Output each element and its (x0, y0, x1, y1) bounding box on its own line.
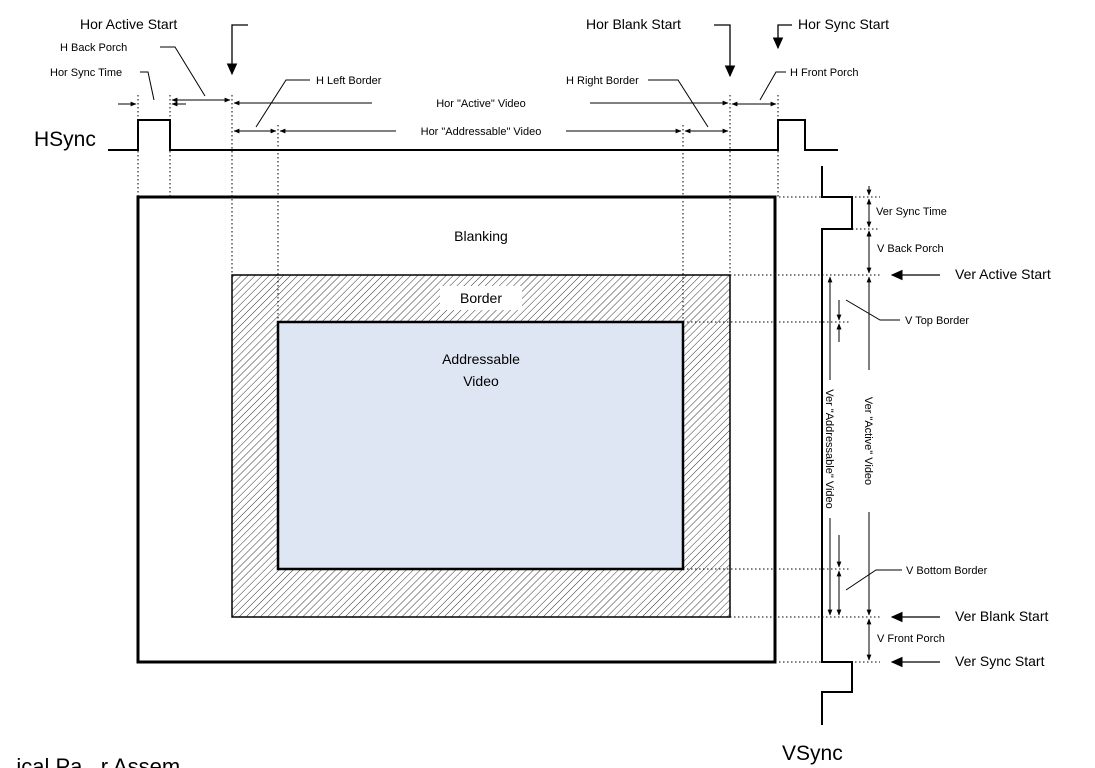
ver-active-start-label: Ver Active Start (955, 266, 1051, 282)
h-front-porch-label: H Front Porch (790, 67, 858, 79)
hor-sync-start-pointer (772, 24, 792, 50)
h-back-porch-label: H Back Porch (60, 42, 127, 54)
ver-addressable-video-label: Ver "Addressable" Video (823, 389, 835, 509)
h-sync-time-leader (140, 71, 155, 101)
h-back-porch-leader (160, 46, 206, 97)
hor-blank-start-label: Hor Blank Start (586, 16, 681, 32)
footer-caption-partial: ...ical Pa...r Assem... (0, 754, 199, 768)
addressable-label-line2: Video (463, 373, 499, 389)
hor-active-start-pointer (226, 24, 248, 76)
ver-sync-start-label: Ver Sync Start (955, 653, 1045, 669)
vsync-label: VSync (782, 742, 843, 765)
v-bottom-border-leader (845, 569, 902, 591)
v-front-porch-label: V Front Porch (877, 633, 945, 645)
ver-active-video-label: Ver "Active" Video (862, 397, 874, 485)
v-back-porch-label: V Back Porch (877, 243, 944, 255)
total-frame (136, 195, 777, 664)
v-top-border-label: V Top Border (905, 315, 969, 327)
addressable-video-region (276, 320, 685, 571)
h-left-border-label: H Left Border (316, 75, 382, 87)
v-bottom-border-label: V Bottom Border (906, 565, 988, 577)
blanking-label: Blanking (454, 228, 508, 244)
hor-sync-time-label: Hor Sync Time (50, 67, 122, 79)
hor-active-video-label: Hor "Active" Video (436, 98, 526, 110)
h-left-border-leader (255, 79, 310, 128)
ver-blank-start-label: Ver Blank Start (955, 608, 1048, 624)
vsync-waveform (821, 166, 853, 725)
h-right-border-label: H Right Border (566, 75, 639, 87)
v-top-border-leader (845, 299, 900, 321)
hor-active-start-label: Hor Active Start (80, 16, 177, 32)
addressable-label-line1: Addressable (442, 351, 520, 367)
hor-sync-start-label: Hor Sync Start (798, 16, 889, 32)
hsync-label: HSync (34, 128, 96, 151)
ver-sync-time-label: Ver Sync Time (876, 206, 947, 218)
border-label: Border (460, 290, 502, 306)
border-label-bg (440, 286, 522, 310)
hor-blank-start-pointer (714, 24, 736, 78)
h-right-border-leader (648, 79, 709, 128)
h-front-porch-leader (759, 71, 786, 101)
hor-addressable-video-label: Hor "Addressable" Video (421, 126, 542, 138)
